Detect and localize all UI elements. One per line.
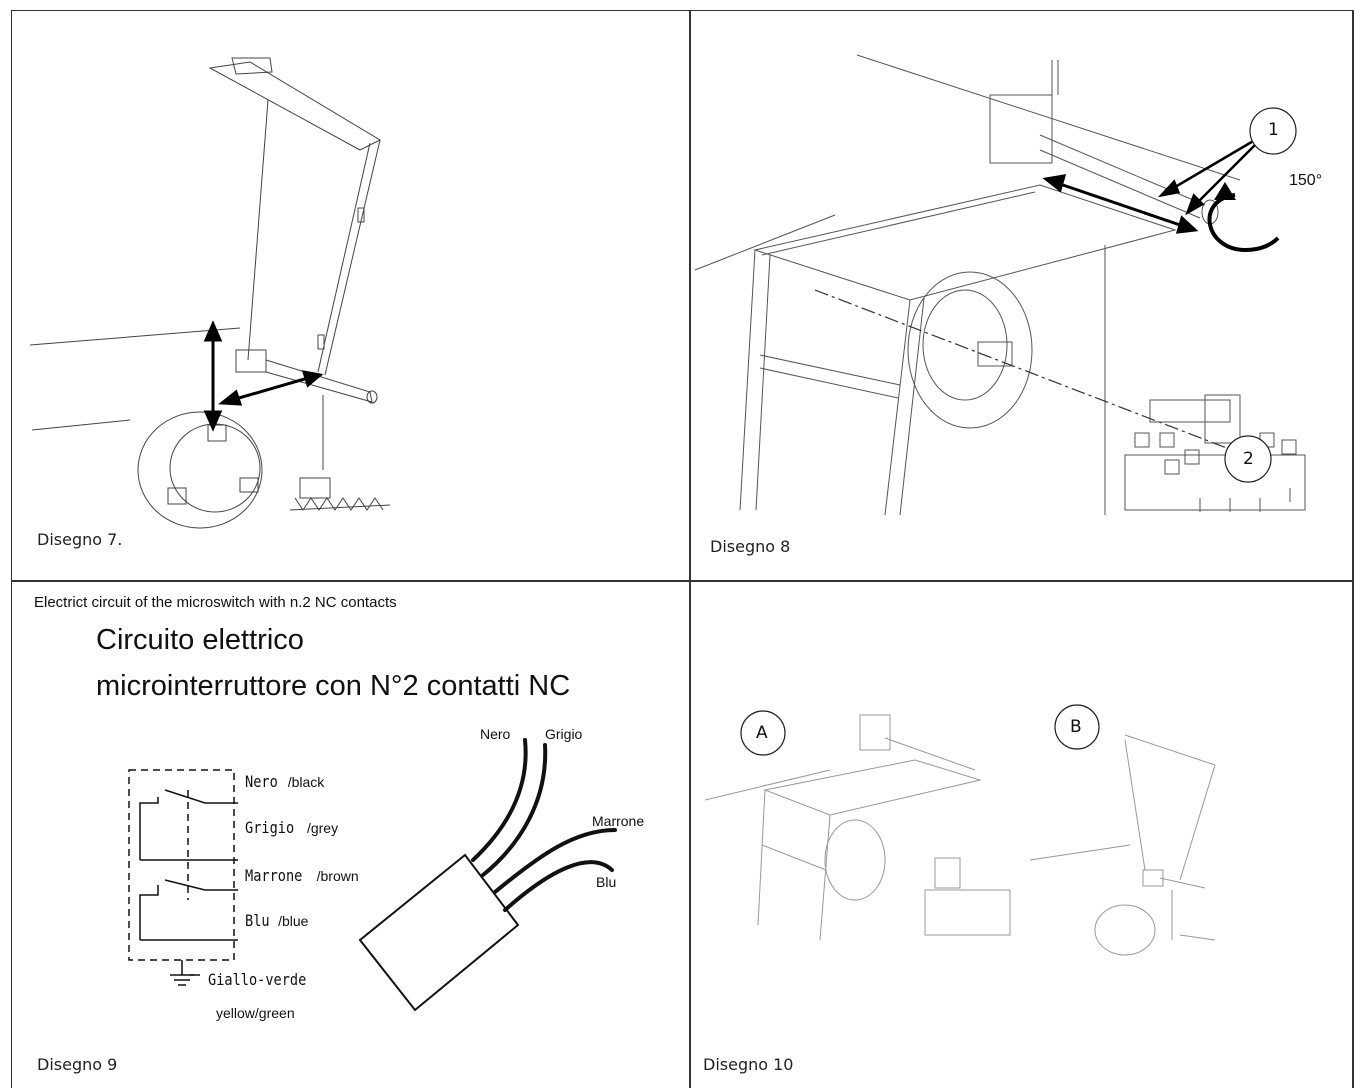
grid-border-right	[1352, 10, 1354, 1088]
callout-b-circle	[1054, 704, 1100, 750]
wire-label-blu: Blu	[596, 874, 617, 890]
callout-2-label: 2	[1243, 449, 1254, 469]
grid-divider-vertical	[689, 10, 691, 1088]
caption-disegno-7: Disegno 7.	[37, 530, 123, 549]
label-grigio: Grigio /grey	[245, 818, 339, 837]
callout-a-circle	[740, 710, 786, 756]
callout-a-label: A	[756, 723, 768, 743]
callout-2-circle	[1224, 435, 1272, 483]
label-ground: Giallo-verde	[208, 970, 307, 989]
caption-disegno-10: Disegno 10	[703, 1055, 794, 1074]
circuit-title-line-2: microinterruttore con N°2 contatti NC	[96, 670, 571, 702]
label-marrone: Marrone /brown	[245, 866, 359, 885]
circuit-title-line-1: Circuito elettrico	[96, 624, 304, 656]
wire-label-grigio: Grigio	[545, 726, 583, 742]
wire-label-marrone: Marrone	[592, 813, 645, 829]
grid-divider-horizontal	[11, 580, 1354, 582]
figure-grid	[11, 10, 1354, 1088]
angle-label: 150°	[1289, 172, 1323, 189]
label-blu: Blu /blue	[245, 911, 309, 930]
circuit-note: Electrict circuit of the microswitch wit…	[34, 594, 397, 611]
label-ground-en: yellow/green	[216, 1005, 295, 1021]
label-nero: Nero /black	[245, 772, 325, 791]
callout-1-label: 1	[1268, 120, 1279, 140]
caption-disegno-9: Disegno 9	[37, 1055, 118, 1074]
wire-label-nero: Nero	[480, 726, 511, 742]
callout-b-label: B	[1070, 717, 1082, 737]
caption-disegno-8: Disegno 8	[710, 537, 791, 556]
callout-1-circle	[1249, 107, 1297, 155]
